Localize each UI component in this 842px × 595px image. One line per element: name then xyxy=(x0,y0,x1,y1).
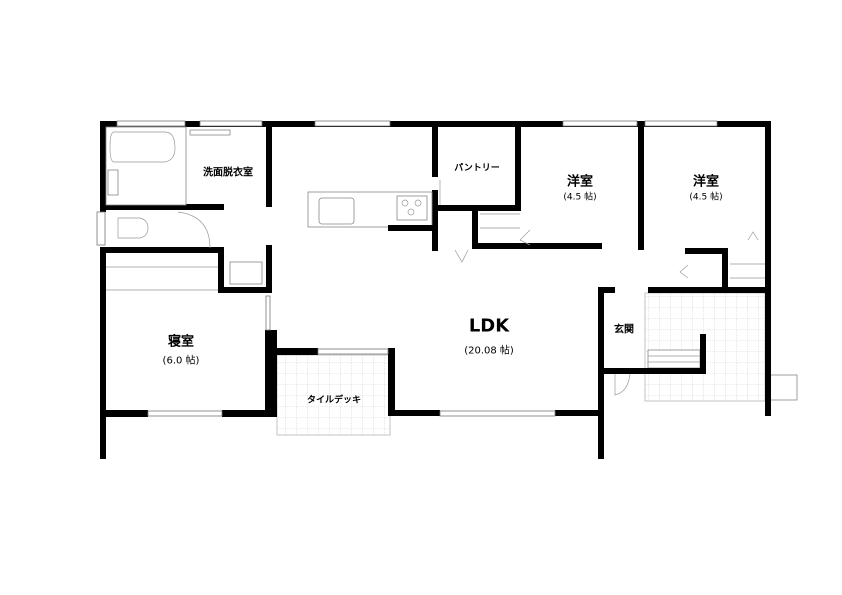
bathtub xyxy=(105,126,187,206)
room-label-western2: 洋室 xyxy=(692,174,720,190)
room-size-bedroom: (6.0 帖) xyxy=(162,355,200,367)
windows xyxy=(96,120,718,417)
room-label-entrance: 玄関 xyxy=(614,324,634,336)
walls xyxy=(100,121,771,459)
room-label-ldk: LDK xyxy=(468,315,510,337)
room-label-washroom: 洗面脱衣室 xyxy=(203,167,253,179)
closet-shelves xyxy=(106,180,765,291)
room-size-western1: (4.5 帖) xyxy=(563,192,597,203)
washing-area-rail xyxy=(189,129,231,136)
room-label-bedroom: 寝室 xyxy=(167,334,195,350)
step xyxy=(647,349,701,369)
wash-basin xyxy=(229,261,263,285)
room-size-ldk: (20.08 帖) xyxy=(464,345,514,357)
room-label-pantry: パントリー xyxy=(454,163,500,174)
room-size-western2: (4.5 帖) xyxy=(689,192,723,203)
kitchen-counter xyxy=(307,191,438,231)
room-label-deck: タイルデッキ xyxy=(306,395,362,406)
toilet xyxy=(117,211,211,249)
tile-deck-floor xyxy=(276,354,391,436)
entrance-door-swing xyxy=(614,373,631,396)
outdoor-unit xyxy=(769,374,798,401)
room-label-western1: 洋室 xyxy=(566,174,594,190)
